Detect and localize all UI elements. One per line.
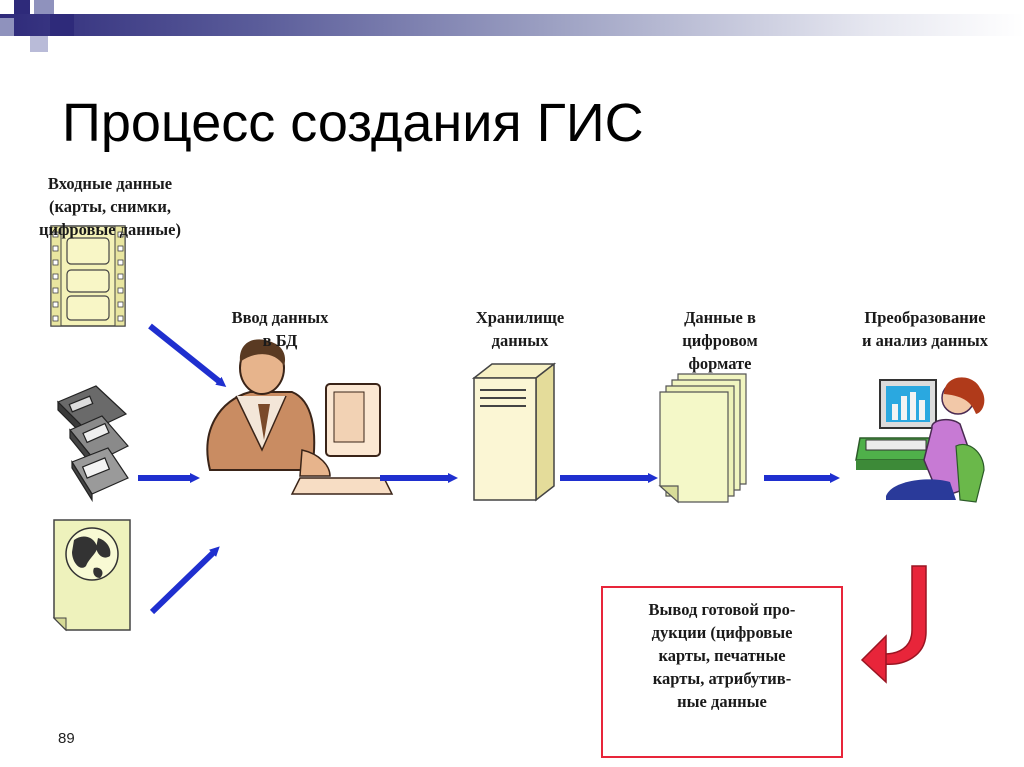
label-line: данных — [491, 331, 549, 350]
document-stack-icon — [658, 373, 747, 504]
label-line: карты, атрибутив- — [652, 669, 792, 688]
label-line: Преобразование — [864, 308, 986, 327]
input-arrow-top — [148, 323, 227, 387]
decor-square — [34, 0, 54, 14]
slide-title: Процесс создания ГИС — [62, 93, 644, 153]
analysis-label: Преобразование и анализ данных — [830, 306, 1020, 352]
decor-square — [30, 36, 48, 52]
floppy-disks-icon — [56, 385, 129, 503]
label-line: Входные данные — [47, 174, 173, 193]
decor-square — [14, 0, 30, 14]
header-gradient-bar — [0, 14, 1024, 36]
label-line: Вывод готовой про- — [648, 600, 796, 619]
analyst-at-computer-icon — [855, 377, 985, 503]
label-line: цифровые данные) — [39, 220, 181, 239]
return-arrow-icon — [860, 565, 927, 684]
page-number: 89 — [58, 730, 75, 747]
label-line: формате — [688, 354, 752, 373]
label-line: ные данные — [677, 692, 767, 711]
label-line: Ввод данных — [231, 308, 329, 327]
label-line: в БД — [262, 331, 298, 350]
label-line: карты, печатные — [658, 646, 786, 665]
label-line: и анализ данных — [861, 331, 989, 350]
globe-map-document-icon — [52, 519, 131, 632]
input-arrow-bottom — [149, 546, 220, 615]
label-line: цифровом — [682, 331, 758, 350]
label-line: Хранилище — [475, 308, 565, 327]
film-strip-icon — [50, 225, 126, 327]
digital-format-label: Данные в цифровом формате — [650, 306, 790, 375]
data-storage-label: Хранилище данных — [440, 306, 600, 352]
server-tower-icon — [471, 362, 557, 502]
output-label: Вывод готовой про- дукции (цифровые карт… — [603, 598, 841, 713]
decor-square — [50, 14, 74, 36]
label-line: дукции (цифровые — [651, 623, 793, 642]
db-entry-label: Ввод данных в БД — [200, 306, 360, 352]
decor-square — [0, 18, 14, 36]
input-data-label: Входные данные (карты, снимки, цифровые … — [10, 172, 210, 241]
operator-at-computer-icon — [206, 339, 394, 495]
output-box: Вывод готовой про- дукции (цифровые карт… — [601, 586, 843, 758]
label-line: (карты, снимки, — [49, 197, 171, 216]
label-line: Данные в — [684, 308, 756, 327]
